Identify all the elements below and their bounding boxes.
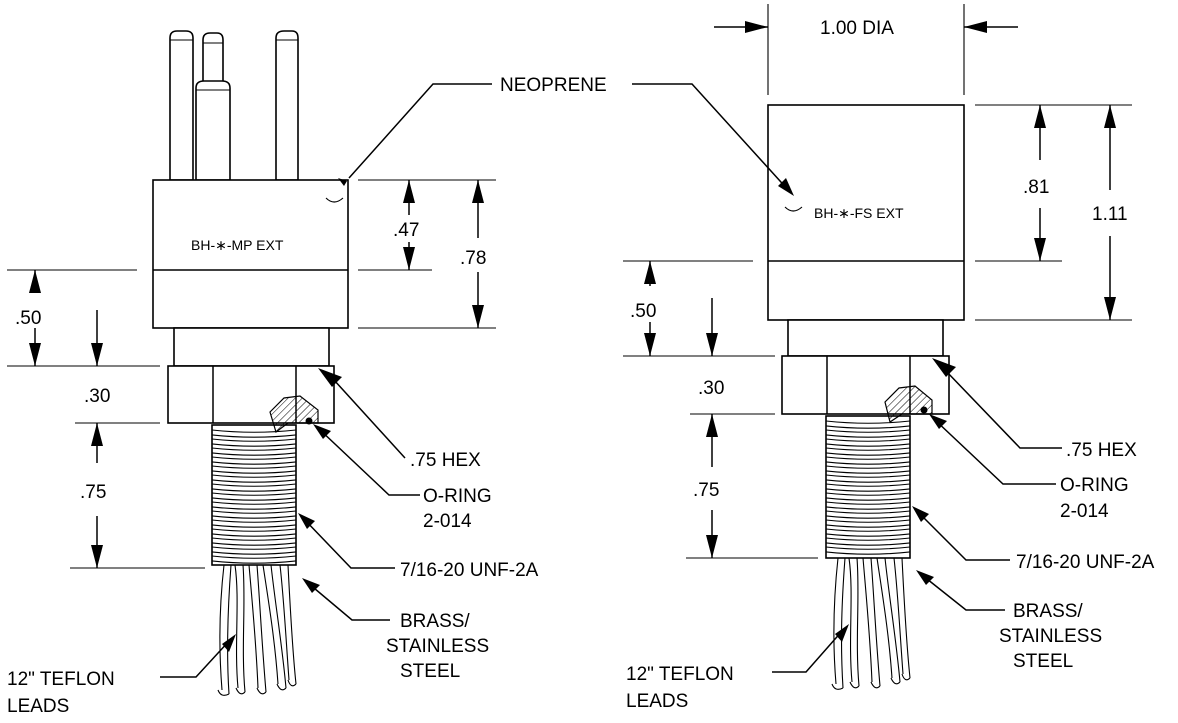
left-callout-thread: 7/16-20 UNF-2A <box>400 560 539 581</box>
left-dim-030: .30 <box>84 386 110 407</box>
right-callout-oring-2: 2-014 <box>1060 501 1109 522</box>
thread-ridge <box>211 537 297 546</box>
left-part-label: BH-∗-MP EXT <box>191 237 284 253</box>
thread-ridge <box>825 474 911 483</box>
right-neck <box>787 319 944 357</box>
thread-ridge <box>211 501 297 510</box>
thread-ridge <box>211 474 297 483</box>
left-callout-oring-2: 2-014 <box>423 511 472 532</box>
thread-ridge <box>211 438 297 447</box>
thread-ridge <box>825 546 911 555</box>
right-callout-material-2: STAINLESS <box>999 626 1102 647</box>
left-callout-oring-1: O-RING <box>423 486 492 507</box>
right-threaded-stem <box>825 415 911 559</box>
left-connector-pins <box>169 30 299 181</box>
thread-ridge <box>825 537 911 546</box>
thread-ridge <box>211 510 297 519</box>
right-callout-material-1: BRASS/ <box>1013 601 1083 622</box>
thread-ridge <box>825 510 911 519</box>
right-view: BH-∗-FS EXT <box>623 4 1155 712</box>
left-view: BH-∗-MP EXT <box>7 30 539 717</box>
right-callout-leads-2: LEADS <box>626 691 688 712</box>
thread-ridge <box>211 429 297 438</box>
thread-ridge <box>211 519 297 528</box>
left-teflon-leads <box>217 564 297 696</box>
right-callout-hex: .75 HEX <box>1066 440 1137 461</box>
right-dim-050: .50 <box>630 301 656 322</box>
thread-ridge <box>211 492 297 501</box>
left-callout-leads-1: 12" TEFLON <box>7 669 115 690</box>
right-callout-oring-1: O-RING <box>1060 475 1129 496</box>
right-teflon-leads <box>831 557 911 690</box>
left-callout-leads-2: LEADS <box>7 696 69 717</box>
left-threaded-stem <box>211 424 297 566</box>
left-leader-lines <box>160 83 492 678</box>
thread-ridge <box>211 447 297 456</box>
left-dim-078: .78 <box>460 248 486 269</box>
left-extension-lines <box>7 179 496 569</box>
left-dim-050: .50 <box>15 308 41 329</box>
left-callout-hex: .75 HEX <box>410 450 481 471</box>
thread-ridge <box>825 492 911 501</box>
thread-ridge <box>211 528 297 537</box>
thread-ridge <box>825 483 911 492</box>
thread-ridge <box>825 456 911 465</box>
thread-ridge <box>825 528 911 537</box>
right-neoprene-body <box>767 104 965 321</box>
right-callout-leads-1: 12" TEFLON <box>626 664 734 685</box>
left-oring-section <box>269 395 319 433</box>
thread-ridge <box>825 447 911 456</box>
right-dim-030: .30 <box>698 378 724 399</box>
right-extension-lines <box>623 4 1132 559</box>
thread-ridge <box>211 456 297 465</box>
thread-ridge <box>825 420 911 429</box>
neoprene-label: NEOPRENE <box>500 75 607 96</box>
thread-ridge <box>825 465 911 474</box>
left-dim-047: .47 <box>393 220 419 241</box>
right-leader-lines <box>632 83 1062 673</box>
left-neoprene-body <box>152 179 349 329</box>
left-callout-material-1: BRASS/ <box>400 611 470 632</box>
right-dim-075: .75 <box>693 480 719 501</box>
right-dimension-lines <box>644 21 1116 558</box>
right-dim-dia: 1.00 DIA <box>820 18 894 39</box>
right-dim-081: .81 <box>1023 177 1049 198</box>
left-callout-material-3: STEEL <box>400 661 460 682</box>
left-dimension-lines <box>29 180 484 568</box>
right-oring-section <box>884 385 933 423</box>
thread-ridge <box>211 555 297 564</box>
thread-ridge <box>825 519 911 528</box>
thread-ridge <box>825 501 911 510</box>
right-callout-thread: 7/16-20 UNF-2A <box>1016 552 1155 573</box>
right-callout-material-3: STEEL <box>1013 651 1073 672</box>
thread-ridge <box>825 429 911 438</box>
thread-ridge <box>825 438 911 447</box>
thread-ridge <box>211 465 297 474</box>
right-dim-111: 1.11 <box>1092 204 1128 225</box>
left-callout-material-2: STAINLESS <box>386 636 489 657</box>
thread-ridge <box>211 546 297 555</box>
thread-ridge <box>211 483 297 492</box>
left-neck <box>173 327 330 367</box>
left-dim-075: .75 <box>80 482 106 503</box>
right-part-label: BH-∗-FS EXT <box>814 205 904 221</box>
